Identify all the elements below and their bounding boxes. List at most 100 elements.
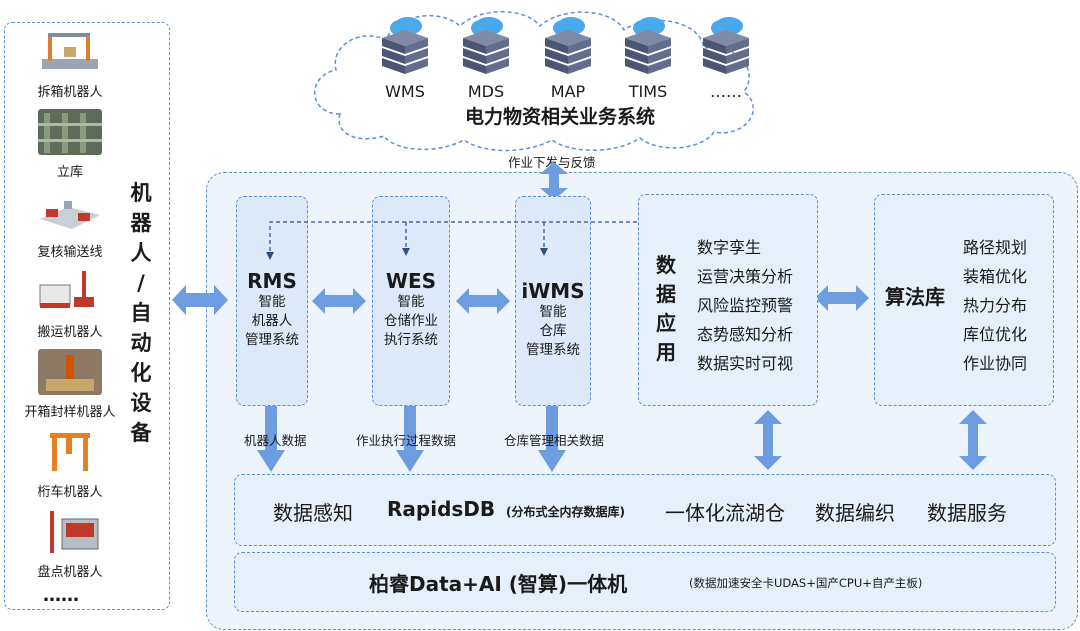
equip-label: 复核输送线 <box>37 245 103 260</box>
rms-desc-2: 机器人 <box>251 313 293 329</box>
data-perception: 数据感知 <box>273 501 353 525</box>
title-char: 动 <box>130 331 152 355</box>
wes-down-arrow-icon <box>396 406 424 472</box>
server-icon <box>382 17 428 74</box>
list-item: 态势感知分析 <box>697 325 794 344</box>
appliance-note: (数据加速安全卡UDAS+国产CPU+自产主板) <box>689 576 923 590</box>
title-char: / <box>137 271 145 295</box>
list-item: 数字孪生 <box>697 238 762 257</box>
title-char: 数 <box>656 253 676 277</box>
open-seal-robot-image <box>38 349 102 395</box>
title-char: 备 <box>130 421 152 445</box>
iwms-box: iWMS 智能 仓库 管理系统 <box>515 196 591 406</box>
appliance-title: 柏睿Data+AI (智算)一体机 <box>369 572 628 596</box>
equip-label: 立库 <box>56 165 83 180</box>
cloud-title: 电力物资相关业务系统 <box>464 106 655 128</box>
list-item: 路径规划 <box>963 238 1028 257</box>
wes-iwms-arrow-icon <box>456 288 510 314</box>
server-label: MAP <box>550 82 586 101</box>
title-char: 机 <box>130 181 152 205</box>
rms-desc-3: 管理系统 <box>245 332 299 348</box>
unboxing-robot-image <box>42 33 98 69</box>
algo-list: 路径规划 装箱优化 热力分布 库位优化 作业协同 <box>963 233 1027 378</box>
list-item: 装箱优化 <box>963 267 1028 286</box>
iwms-data-label: 仓库管理相关数据 <box>504 433 605 448</box>
title-char: 据 <box>656 282 676 306</box>
rms-desc-1: 智能 <box>258 294 286 310</box>
rms-down-arrow-icon <box>257 406 285 472</box>
equip-open-seal-robot: 开箱封样机器人 <box>15 349 125 420</box>
server-label: WMS <box>385 82 425 101</box>
server-label: …… <box>710 82 742 101</box>
app-algo-arrow-icon <box>815 285 869 311</box>
iwms-desc-2: 仓库 <box>539 323 567 339</box>
server-label: TIMS <box>628 82 668 101</box>
list-item: 运营决策分析 <box>697 267 794 286</box>
list-item: 热力分布 <box>963 296 1028 315</box>
title-char: 器 <box>130 211 152 235</box>
equip-conveyor: 复核输送线 <box>15 189 125 260</box>
equip-inventory-robot: 盘点机器人 <box>15 509 125 580</box>
algo-bar-double-arrow-icon <box>959 410 987 470</box>
iwms-desc-1: 智能 <box>539 304 567 320</box>
equipment-link-arrow-icon <box>172 285 228 315</box>
wes-desc-3: 执行系统 <box>384 332 438 348</box>
algo-title: 算法库 <box>885 285 945 309</box>
list-item: 库位优化 <box>963 325 1028 344</box>
title-char: 自 <box>130 301 152 325</box>
warehouse-rack-image <box>38 109 102 155</box>
server-label: MDS <box>467 82 505 101</box>
data-service: 数据服务 <box>927 501 1007 525</box>
equip-warehouse-rack: 立库 <box>15 109 125 180</box>
gantry-robot-image <box>50 433 90 471</box>
iwms-desc-3: 管理系统 <box>526 342 580 358</box>
rapidsdb: RapidsDB <box>387 497 496 521</box>
equip-label: 盘点机器人 <box>37 565 103 580</box>
rms-box: RMS 智能 机器人 管理系统 <box>236 196 308 406</box>
title-char: 化 <box>130 361 152 385</box>
rms-wes-arrow-icon <box>312 288 366 314</box>
algo-box: 算法库 路径规划 装箱优化 热力分布 库位优化 作业协同 <box>874 194 1054 406</box>
list-item: 数据实时可视 <box>697 354 794 373</box>
data-fabric: 数据编织 <box>815 501 895 525</box>
conveyor-image <box>40 201 100 229</box>
wes-name: WES <box>385 269 437 293</box>
equip-gantry-robot: 桁车机器人 <box>15 429 125 500</box>
server-icon <box>545 17 591 74</box>
rms-name: RMS <box>247 269 297 293</box>
data-app-title: 数 据 应 用 <box>653 251 679 367</box>
list-item: 风险监控预警 <box>697 296 794 315</box>
server-mds: MDS <box>455 14 517 101</box>
wes-data-label: 作业执行过程数据 <box>356 433 457 448</box>
server-icon <box>703 17 749 74</box>
wes-box: WES 智能 仓储作业 执行系统 <box>372 196 450 406</box>
server-wms: WMS <box>374 14 436 101</box>
server-icon <box>625 17 671 74</box>
wes-desc-1: 智能 <box>397 294 425 310</box>
wes-desc-2: 仓储作业 <box>384 313 438 329</box>
list-item: 作业协同 <box>963 354 1028 373</box>
server-map: MAP <box>537 14 599 101</box>
app-bar-double-arrow-icon <box>754 410 782 470</box>
title-char: 应 <box>656 311 676 335</box>
data-app-box: 数 据 应 用 数字孪生 运营决策分析 风险监控预警 态势感知分析 数据实时可视 <box>638 194 818 406</box>
lakehouse: 一体化流湖仓 <box>665 501 785 525</box>
feedback-label: 作业下发与反馈 <box>508 155 596 170</box>
server-icon <box>463 17 509 74</box>
equip-unboxing-robot: 拆箱机器人 <box>15 29 125 100</box>
iwms-down-arrow-icon <box>538 406 566 472</box>
equip-label: 搬运机器人 <box>37 325 103 340</box>
equip-label: 开箱封样机器人 <box>24 405 116 420</box>
rapidsdb-note: (分布式全内存数据库) <box>506 505 625 519</box>
iwms-name: iWMS <box>521 279 585 303</box>
title-char: 用 <box>656 340 676 364</box>
inventory-robot-image <box>50 511 99 553</box>
data-app-list: 数字孪生 运营决策分析 风险监控预警 态势感知分析 数据实时可视 <box>697 233 793 378</box>
transport-robot-image <box>39 271 94 308</box>
equipment-panel: 拆箱机器人 立库 复核输送线 搬运机器人 开箱封样机器人 <box>4 22 170 610</box>
title-char: 设 <box>130 391 152 415</box>
more-ellipsis: …… <box>43 585 79 606</box>
title-char: 人 <box>130 241 152 265</box>
appliance-bar: 柏睿Data+AI (智算)一体机 (数据加速安全卡UDAS+国产CPU+自产主… <box>234 552 1056 612</box>
server-tims: TIMS <box>617 14 679 101</box>
